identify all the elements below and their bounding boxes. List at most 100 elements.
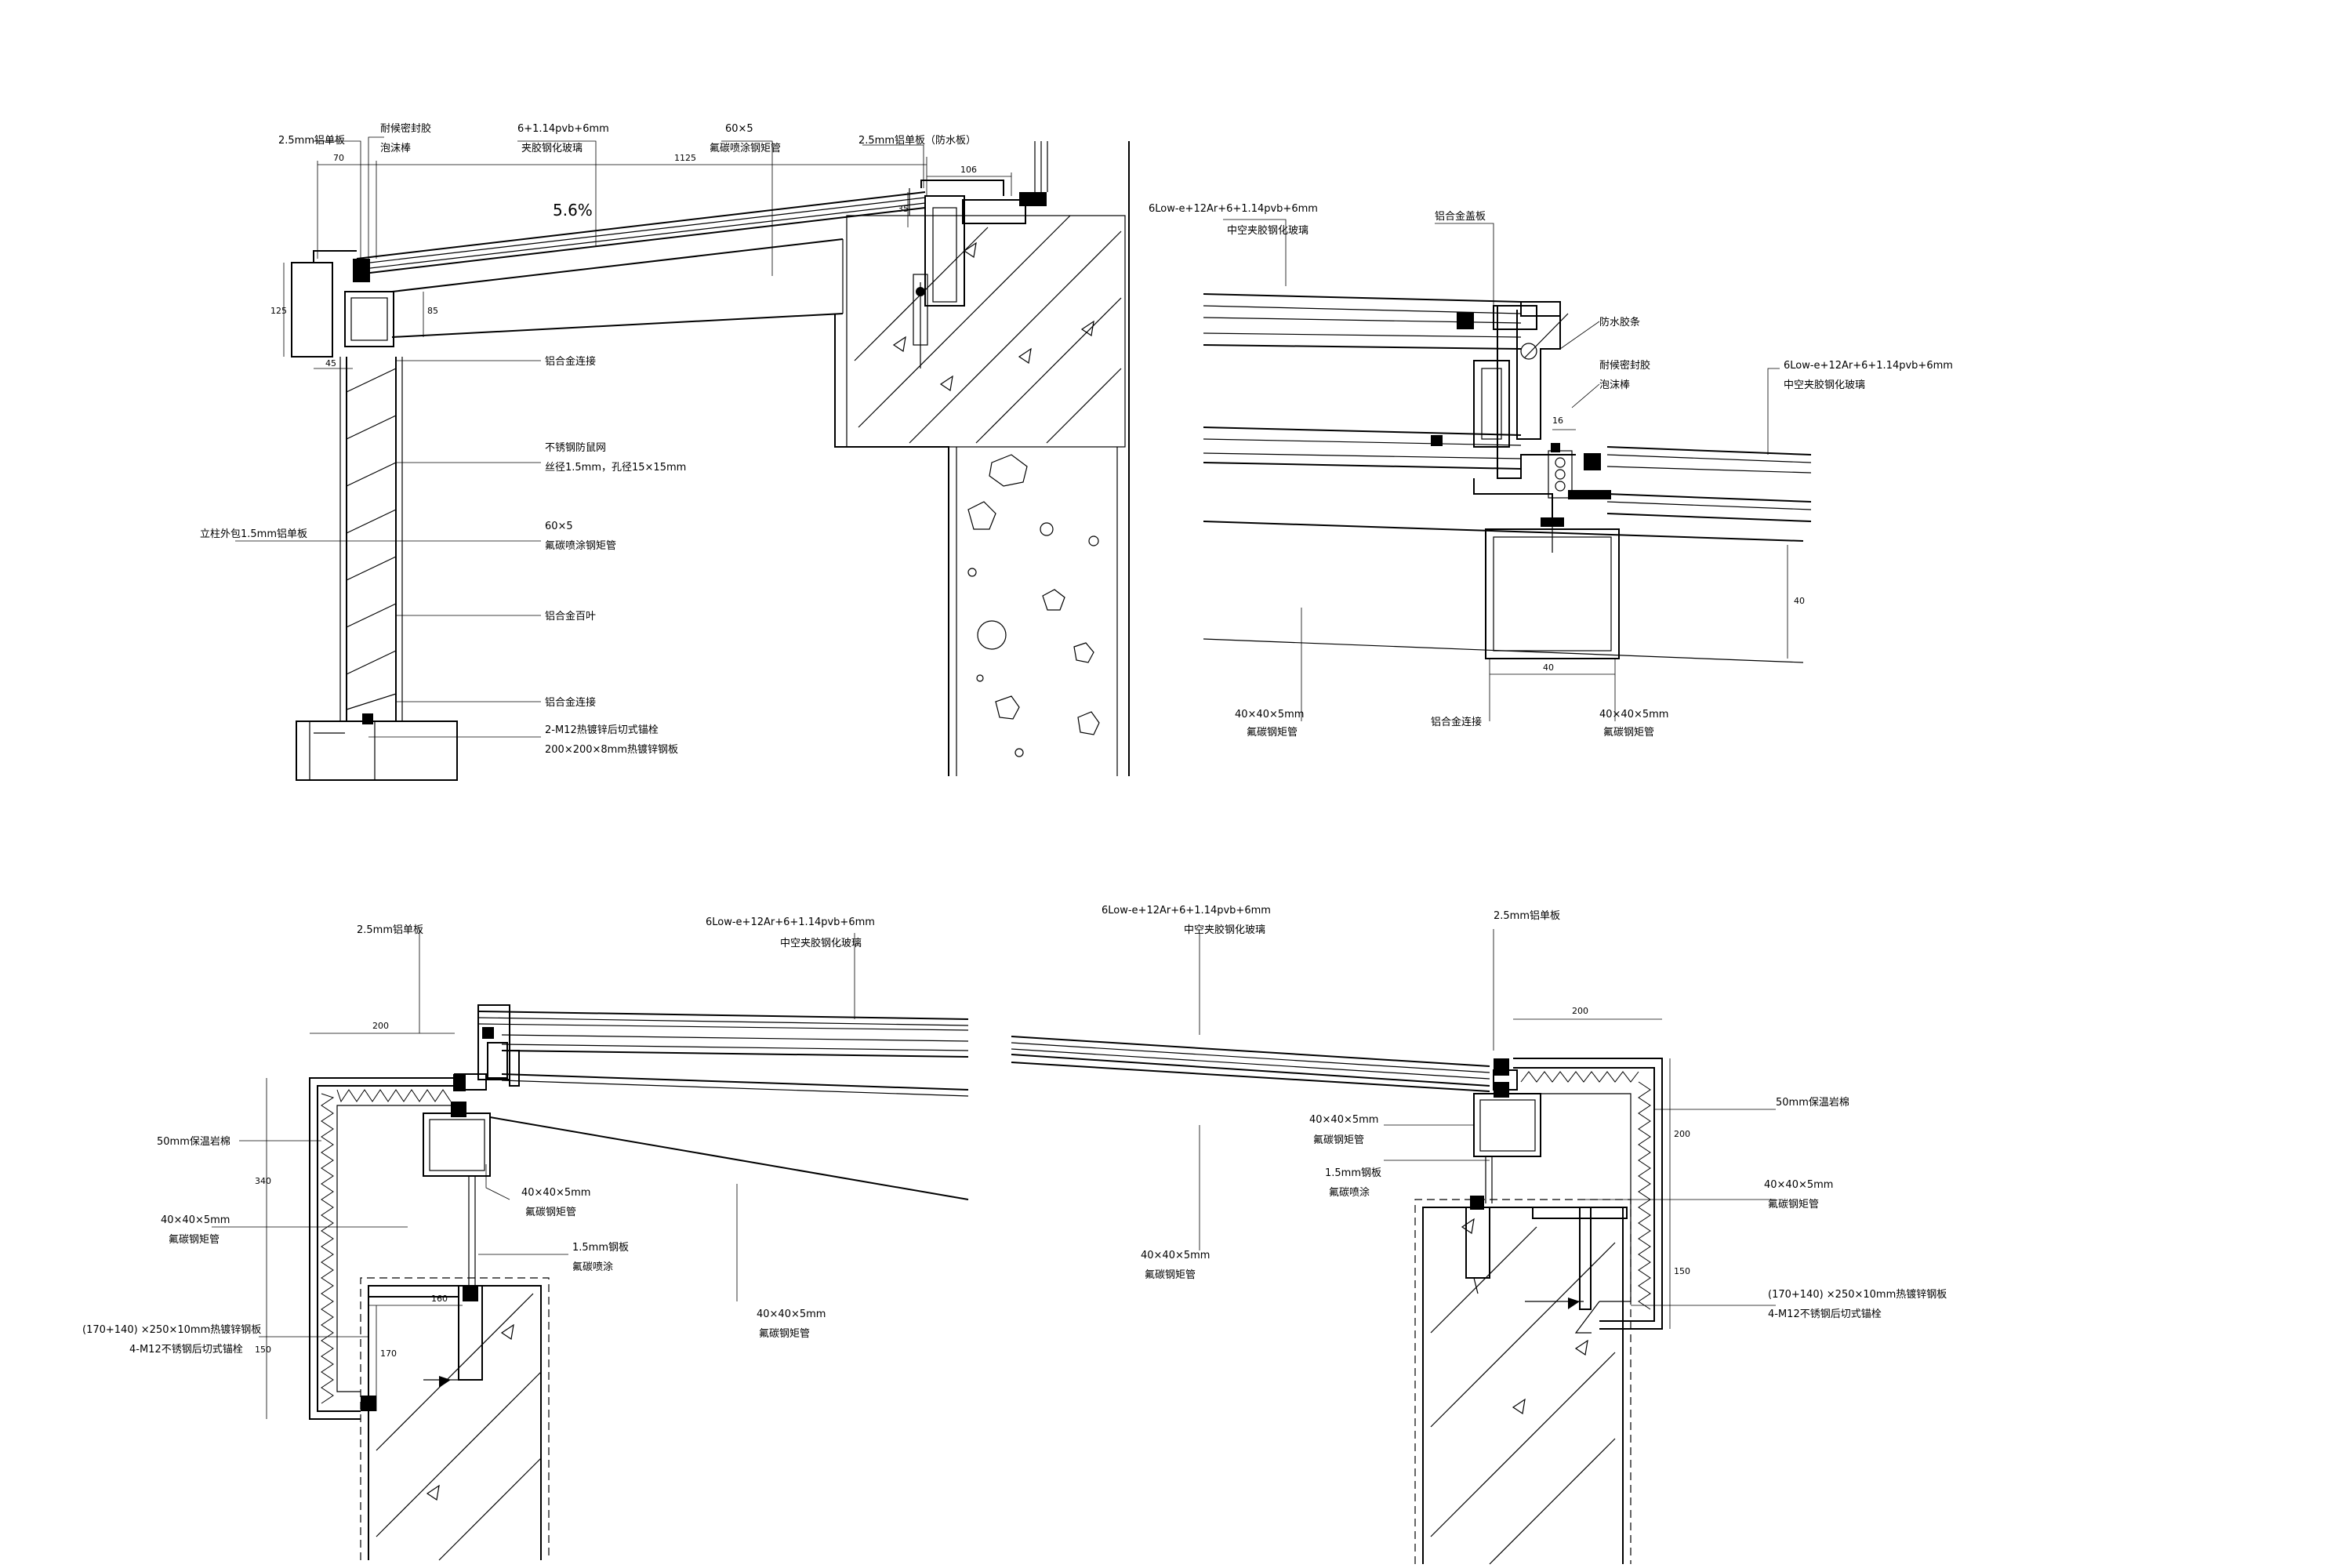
- label-tube-60-name: 氟碳喷涂钢矩管: [710, 142, 781, 154]
- label-d-tube-b: 40×40×5mm: [1764, 1179, 1833, 1191]
- label-d-tube-b-name: 氟碳钢矩管: [1768, 1199, 1819, 1210]
- label-plate: 200×200×8mm热镀锌钢板: [545, 743, 678, 756]
- label-panel-25-right: 2.5mm铝单板（防水板）: [858, 134, 976, 147]
- detail-d-leaders: [1199, 929, 1776, 1329]
- label-c-tube-b: 40×40×5mm: [521, 1187, 590, 1199]
- label-c-plate-15-name: 氟碳喷涂: [572, 1261, 613, 1273]
- label-d-anchor: 4-M12不锈钢后切式锚栓: [1768, 1308, 1882, 1320]
- label-c-plate-15: 1.5mm钢板: [572, 1242, 629, 1254]
- label-d-tube-c: 40×40×5mm: [1141, 1250, 1210, 1261]
- detail-b-section: 6Low-e+12Ar+6+1.14pvb+6mm 中空夹胶钢化玻璃 铝合金盖板…: [1149, 203, 1953, 739]
- label-d-tube-c-name: 氟碳钢矩管: [1145, 1269, 1196, 1281]
- label-d-tube-a-name: 氟碳钢矩管: [1313, 1134, 1364, 1146]
- label-b-sealant: 耐候密封胶: [1599, 359, 1650, 372]
- insulated-box-d: [1493, 1058, 1663, 1330]
- label-sealant: 耐候密封胶: [380, 122, 431, 135]
- label-c-tube-c-name: 氟碳钢矩管: [759, 1328, 810, 1340]
- label-d-insulation: 50mm保温岩棉: [1776, 1097, 1849, 1109]
- label-b-foam-rod: 泡沫棒: [1599, 379, 1630, 391]
- mullion-profile: [1431, 301, 1611, 521]
- label-c-tube-b-name: 氟碳钢矩管: [525, 1207, 576, 1218]
- label-d-panel-25: 2.5mm铝单板: [1494, 910, 1560, 922]
- label-d-glass: 6Low-e+12Ar+6+1.14pvb+6mm: [1102, 905, 1271, 916]
- label-side-panel: 立柱外包1.5mm铝单板: [200, 528, 307, 540]
- label-alu-connector-b: 铝合金连接: [545, 696, 596, 709]
- dim-c-200: 200: [372, 1021, 389, 1031]
- glass-d: [1011, 1036, 1490, 1092]
- label-louver: 铝合金百叶: [545, 610, 596, 622]
- label-b-glass-right: 6Low-e+12Ar+6+1.14pvb+6mm: [1784, 360, 1953, 372]
- label-glass: 6+1.14pvb+6mm: [517, 123, 609, 135]
- concrete-wall: [834, 141, 1130, 776]
- dim-c-160: 160: [431, 1294, 448, 1304]
- label-c-glass-name: 中空夹胶钢化玻璃: [780, 937, 862, 949]
- glass-c: [477, 1011, 969, 1200]
- sloped-glass: [356, 191, 926, 338]
- insulated-box-c: [309, 1004, 520, 1420]
- label-c-insulation: 50mm保温岩棉: [157, 1136, 230, 1148]
- label-c-tube-a-name: 氟碳钢矩管: [169, 1234, 220, 1246]
- label-alu-connector: 铝合金连接: [545, 355, 596, 368]
- label-b-waterproof: 防水胶条: [1599, 316, 1640, 328]
- label-tube-60b: 60×5: [545, 521, 573, 532]
- label-c-glass: 6Low-e+12Ar+6+1.14pvb+6mm: [706, 916, 875, 928]
- dim-1125: 1125: [674, 153, 696, 163]
- label-b-tube-left: 40×40×5mm: [1235, 709, 1304, 720]
- label-glass-name: 夹胶钢化玻璃: [521, 142, 583, 154]
- label-b-alu-connector: 铝合金连接: [1431, 716, 1482, 728]
- steel-tube-b: [1485, 502, 1788, 675]
- dim-125: 125: [270, 306, 287, 316]
- label-b-alu-cover: 铝合金盖板: [1435, 210, 1486, 223]
- label-c-anchor: 4-M12不锈钢后切式锚栓: [129, 1344, 243, 1356]
- dim-106: 106: [960, 165, 977, 175]
- detail-d-section: 6Low-e+12Ar+6+1.14pvb+6mm 中空夹胶钢化玻璃 2.5mm…: [1011, 905, 1947, 1565]
- detail-b-leaders: [1223, 219, 1780, 721]
- label-panel-25: 2.5mm铝单板: [278, 135, 345, 147]
- concrete-c: [360, 1277, 550, 1561]
- label-c-panel-25: 2.5mm铝单板: [357, 924, 423, 936]
- label-b-tube-right-name: 氟碳钢矩管: [1603, 727, 1654, 739]
- label-mesh-spec: 丝径1.5mm，孔径15×15mm: [545, 462, 686, 474]
- top-connection: [909, 141, 1048, 368]
- label-d-plate-15-name: 氟碳喷涂: [1329, 1186, 1370, 1199]
- dim-70: 70: [333, 153, 344, 163]
- dim-35: 35: [898, 204, 909, 214]
- label-foam-rod: 泡沫棒: [380, 143, 411, 154]
- label-d-embed: (170+140) ×250×10mm热镀锌钢板: [1768, 1288, 1947, 1301]
- insulation-c: [321, 1093, 335, 1404]
- label-b-tube-left-name: 氟碳钢矩管: [1247, 727, 1298, 739]
- dim-85: 85: [427, 306, 438, 316]
- detail-c-section: 2.5mm铝单板 6Low-e+12Ar+6+1.14pvb+6mm 中空夹胶钢…: [82, 916, 969, 1561]
- dim-d-200v: 200: [1674, 1129, 1690, 1139]
- label-c-embed: (170+140) ×250×10mm热镀锌钢板: [82, 1323, 261, 1336]
- label-b-glass-top: 6Low-e+12Ar+6+1.14pvb+6mm: [1149, 203, 1318, 215]
- dim-45: 45: [325, 358, 336, 368]
- label-d-plate-15: 1.5mm钢板: [1325, 1167, 1381, 1179]
- label-c-tube-a: 40×40×5mm: [161, 1214, 230, 1226]
- label-tube-60: 60×5: [725, 123, 753, 135]
- label-b-glass-right-name: 中空夹胶钢化玻璃: [1784, 379, 1865, 391]
- slope-label: 5.6%: [553, 201, 593, 220]
- concrete-d: [1414, 1196, 1632, 1565]
- steel-tube-c: [423, 1102, 491, 1298]
- detail-a-dims: [235, 136, 1012, 738]
- steel-tube-d: [1473, 1082, 1541, 1203]
- label-d-glass-name: 中空夹胶钢化玻璃: [1184, 924, 1265, 936]
- dim-b-40v: 40: [1794, 596, 1805, 606]
- louver-column: [291, 250, 458, 781]
- label-b-glass-top-name: 中空夹胶钢化玻璃: [1227, 224, 1308, 237]
- label-c-tube-c: 40×40×5mm: [757, 1308, 826, 1320]
- dim-b-16: 16: [1552, 416, 1563, 426]
- insulation-d: [1638, 1081, 1651, 1310]
- dim-d-200: 200: [1572, 1006, 1588, 1016]
- label-b-tube-right: 40×40×5mm: [1599, 709, 1668, 720]
- label-tube-60b-name: 氟碳喷涂钢矩管: [545, 539, 616, 552]
- label-mesh: 不锈钢防鼠网: [545, 441, 606, 454]
- label-d-tube-a: 40×40×5mm: [1309, 1114, 1378, 1126]
- dim-b-40h: 40: [1543, 662, 1554, 673]
- dim-c-340: 340: [255, 1176, 271, 1186]
- detail-a-section: 2.5mm铝单板 耐候密封胶 泡沫棒 6+1.14pvb+6mm 夹胶钢化玻璃 …: [200, 122, 1130, 781]
- detail-c-leaders: [212, 929, 855, 1419]
- label-anchor: 2-M12热镀锌后切式锚栓: [545, 724, 659, 736]
